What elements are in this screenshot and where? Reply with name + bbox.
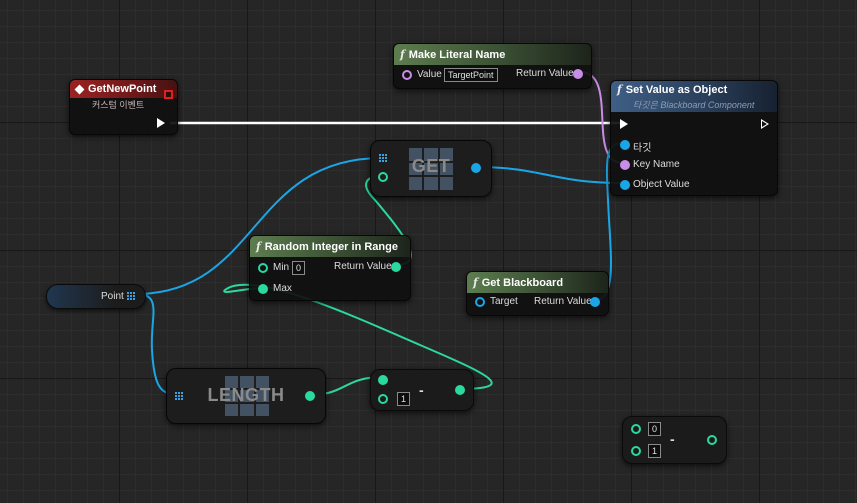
return-value-pin[interactable] xyxy=(391,262,401,272)
set-value-subtitle: 타깃은 Blackboard Component xyxy=(633,100,755,110)
point-label: Point xyxy=(101,291,124,302)
b-pin[interactable] xyxy=(378,394,388,404)
point-array-pin[interactable] xyxy=(127,292,135,300)
index-pin[interactable] xyxy=(378,172,388,182)
target-pin[interactable] xyxy=(620,140,630,150)
random-integer-title: Random Integer in Range xyxy=(264,241,398,253)
object-value-label: Object Value xyxy=(633,179,690,190)
return-value-label: Return Value xyxy=(516,68,574,79)
subtract-node-2[interactable]: 0 1 - xyxy=(622,416,727,464)
make-literal-name-title: Make Literal Name xyxy=(408,49,506,61)
return-value-pin[interactable] xyxy=(573,69,583,79)
min-input[interactable]: 0 xyxy=(292,261,306,275)
wire-subtract-to-max xyxy=(223,283,493,390)
target-label: 타깃 xyxy=(633,143,652,154)
max-pin[interactable] xyxy=(258,284,268,294)
min-label: Min xyxy=(273,262,290,273)
operator-label: - xyxy=(419,382,424,398)
max-label: Max xyxy=(273,283,292,294)
event-delegate-pin[interactable] xyxy=(164,90,173,99)
event-header: GetNewPoint xyxy=(70,80,177,99)
event-subtitle: 커스텀 이벤트 xyxy=(92,100,145,110)
exec-out-pin[interactable] xyxy=(761,119,769,129)
function-icon: f xyxy=(400,48,405,61)
object-value-pin[interactable] xyxy=(620,180,630,190)
get-title: GET xyxy=(411,156,451,176)
array-pin-icon[interactable] xyxy=(175,392,183,400)
wire-point-to-get xyxy=(139,157,383,295)
operator-label: - xyxy=(670,431,675,447)
subtract-output-pin[interactable] xyxy=(707,435,717,445)
wire-get-to-objectvalue xyxy=(474,166,624,184)
set-value-title: Set Value as Object xyxy=(625,84,728,96)
array-length-node[interactable]: LENGTH xyxy=(166,368,326,424)
target-pin[interactable] xyxy=(475,297,485,307)
function-icon: f xyxy=(473,276,478,289)
event-title: GetNewPoint xyxy=(88,83,157,95)
array-get-node[interactable]: GET xyxy=(370,140,492,197)
return-value-label: Return Value xyxy=(534,296,592,307)
get-output-pin[interactable] xyxy=(471,163,481,173)
function-icon: f xyxy=(256,240,261,253)
key-name-label: Key Name xyxy=(633,159,680,170)
exec-out-pin[interactable] xyxy=(157,118,165,128)
subtract-output-pin[interactable] xyxy=(455,385,465,395)
return-value-pin[interactable] xyxy=(590,297,600,307)
b-input[interactable]: 1 xyxy=(648,444,662,458)
get-new-point-event-node[interactable]: GetNewPoint 커스텀 이벤트 xyxy=(69,79,178,135)
array-icon-bg xyxy=(225,376,269,416)
value-label: Value xyxy=(417,69,442,80)
value-pin[interactable] xyxy=(402,70,412,80)
function-icon: f xyxy=(617,83,622,96)
array-pin-icon[interactable] xyxy=(379,154,387,162)
get-blackboard-title: Get Blackboard xyxy=(481,277,564,289)
length-title: LENGTH xyxy=(207,385,285,405)
b-pin[interactable] xyxy=(631,446,641,456)
b-input[interactable]: 1 xyxy=(397,392,411,406)
a-pin[interactable] xyxy=(631,424,641,434)
key-name-pin[interactable] xyxy=(620,160,630,170)
target-label: Target xyxy=(490,296,518,307)
point-variable-node[interactable]: Point xyxy=(46,284,146,309)
array-icon-bg xyxy=(409,148,453,190)
min-pin[interactable] xyxy=(258,263,268,273)
return-value-label: Return Value xyxy=(334,261,392,272)
a-pin[interactable] xyxy=(378,375,388,385)
exec-in-pin[interactable] xyxy=(620,119,628,129)
event-diamond-icon xyxy=(74,84,85,95)
a-input[interactable]: 0 xyxy=(648,422,662,436)
value-input[interactable]: TargetPoint xyxy=(444,68,498,82)
length-output-pin[interactable] xyxy=(305,391,315,401)
wire-point-to-length xyxy=(139,293,176,395)
subtract-node-1[interactable]: 1 - xyxy=(370,369,474,411)
